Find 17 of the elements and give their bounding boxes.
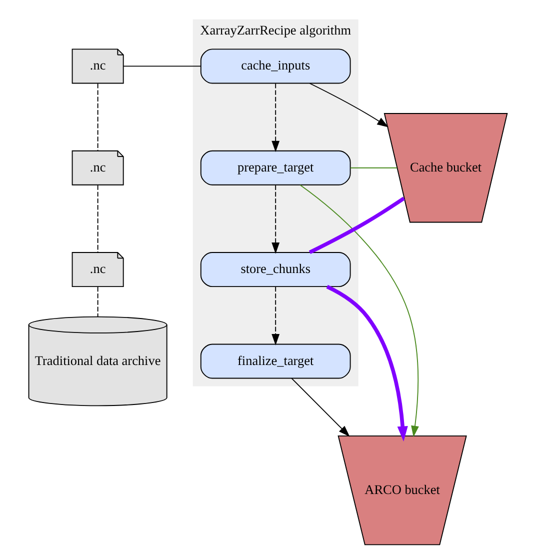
arrow	[300, 184, 419, 438]
arrow	[309, 82, 389, 128]
connector	[97, 83, 98, 152]
arrow	[272, 83, 280, 152]
connector	[97, 184, 98, 253]
node-box: finalize_target	[200, 344, 351, 379]
arrow	[272, 184, 280, 254]
arrow	[291, 378, 350, 437]
node-box: cache_inputs	[200, 48, 351, 84]
arrow	[326, 284, 408, 442]
node-box: prepare_target	[200, 150, 351, 186]
connector	[123, 66, 202, 67]
node-box: store_chunks	[200, 252, 351, 288]
arrow	[272, 286, 280, 346]
connector	[97, 286, 98, 318]
connector	[350, 167, 398, 168]
connector	[308, 196, 405, 254]
